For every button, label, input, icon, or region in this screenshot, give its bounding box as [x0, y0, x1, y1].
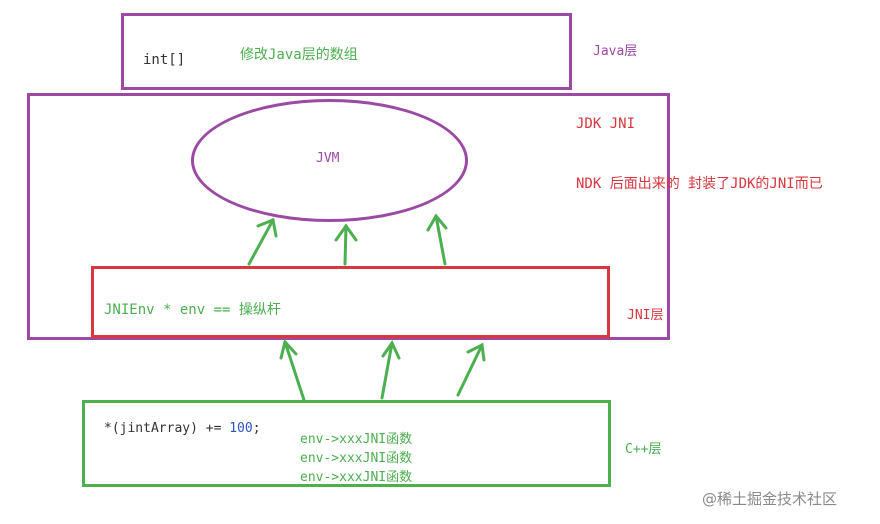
java-layer-label: Java层 [593, 44, 638, 59]
cpp-code-suffix: ; [252, 421, 261, 436]
arrow-cpp-to-jni-2 [380, 339, 401, 400]
arrow-jni-to-jvm-2 [334, 223, 358, 266]
jdk-jni-label: JDK JNI [576, 116, 636, 132]
watermark: @稀土掘金技术社区 [702, 490, 838, 508]
env-call-3: env->xxxJNI函数 [300, 470, 413, 485]
arrow-jni-to-jvm-3 [426, 213, 448, 266]
arrow-jni-to-jvm-1 [247, 217, 278, 266]
jvm-label: JVM [316, 151, 340, 166]
cpp-code-value: 100 [229, 421, 253, 436]
arrow-cpp-to-jni-3 [456, 342, 486, 397]
jni-layer-box [91, 266, 610, 338]
jvm-ellipse [191, 99, 468, 222]
cpp-code-prefix: *(jintArray) += [104, 421, 230, 436]
int-array-label: int[] [143, 52, 186, 68]
env-call-2: env->xxxJNI函数 [300, 451, 413, 466]
java-layer-description: 修改Java层的数组 [240, 47, 358, 63]
cpp-code-line: *(jintArray) += 100; [104, 421, 261, 436]
jdk-layer-box [27, 93, 670, 340]
cpp-layer-label: C++层 [625, 442, 662, 457]
jnienv-text: JNIEnv * env == 操纵杆 [104, 302, 281, 318]
cpp-layer-box [82, 400, 611, 487]
env-call-1: env->xxxJNI函数 [300, 432, 413, 447]
java-layer-box [121, 13, 572, 90]
arrow-cpp-to-jni-1 [279, 338, 306, 402]
jni-layer-label: JNI层 [627, 308, 664, 323]
ndk-note: NDK 后面出来的 封装了JDK的JNI而已 [576, 176, 823, 192]
